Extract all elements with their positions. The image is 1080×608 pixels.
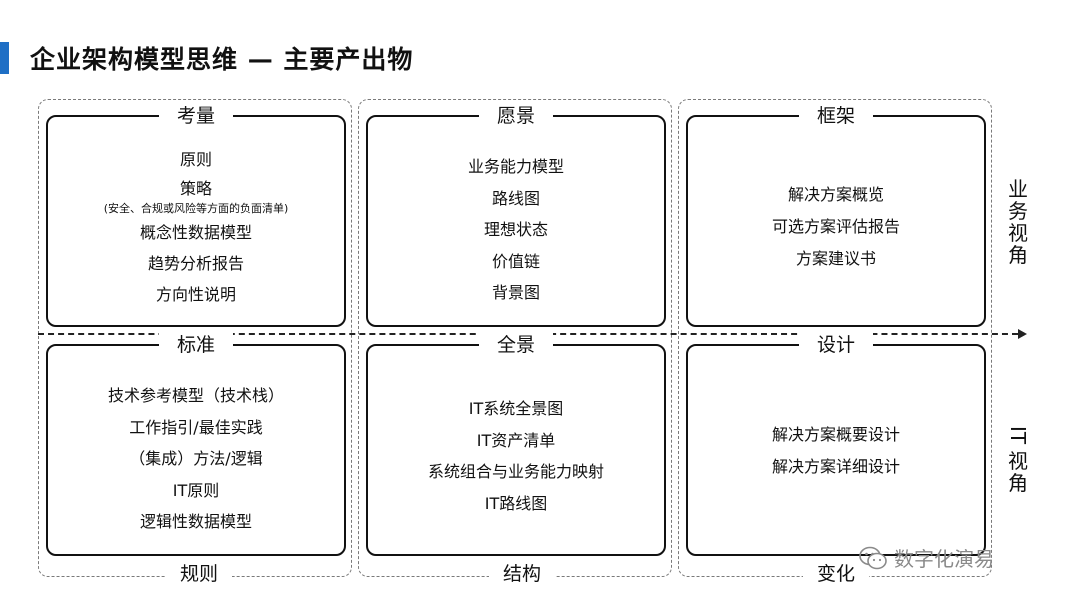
list-item: 可选方案评估报告 — [771, 217, 900, 236]
list-item: IT原则 — [172, 480, 220, 500]
watermark-text: 数字化演易 — [894, 547, 994, 571]
box-heading: 全景 — [478, 333, 554, 357]
box-heading: 愿景 — [478, 104, 554, 128]
side-char: 角 — [1008, 243, 1028, 267]
box-panorama: 全景 IT系统全景图 IT资产清单 系统组合与业务能力映射 IT路线图 — [366, 333, 666, 556]
page-title: 企业架构模型思维 — 主要产出物 — [30, 45, 414, 74]
box-heading: 设计 — [798, 333, 874, 357]
box-item-list: 解决方案概要设计 解决方案详细设计 — [688, 419, 984, 482]
watermark: 数字化演易 — [858, 543, 994, 572]
box-vision: 愿景 业务能力模型 路线图 理想状态 价值链 背景图 — [366, 104, 666, 327]
side-label-business-view: 业 务 视 角 — [1006, 178, 1030, 266]
list-item: 业务能力模型 — [467, 157, 564, 176]
list-item-note: (安全、合规或风险等方面的负面清单) — [103, 202, 289, 215]
box-framework: 框架 解决方案概览 可选方案评估报告 方案建议书 — [686, 104, 986, 327]
list-item: 趋势分析报告 — [147, 254, 244, 273]
column-label-rules: 规则 — [165, 562, 233, 586]
list-item: 价值链 — [491, 251, 540, 271]
list-item: 解决方案详细设计 — [771, 456, 900, 476]
side-char-rotated: IT — [1006, 425, 1030, 445]
list-item: 背景图 — [491, 283, 540, 302]
list-item: 工作指引/最佳实践 — [129, 417, 263, 437]
wechat-icon — [859, 546, 887, 569]
box-design: 设计 解决方案概要设计 解决方案详细设计 — [686, 333, 986, 556]
box-item-list: IT系统全景图 IT资产清单 系统组合与业务能力映射 IT路线图 — [368, 393, 664, 519]
side-char: 业 — [1008, 177, 1028, 201]
list-item: 系统组合与业务能力映射 — [427, 462, 604, 481]
box-considerations: 考量 原则 策略 (安全、合规或风险等方面的负面清单) 概念性数据模型 趋势分析… — [46, 104, 346, 327]
box-item-list: 技术参考模型（技术栈） 工作指引/最佳实践 （集成）方法/逻辑 IT原则 逻辑性… — [48, 380, 344, 538]
list-item: 逻辑性数据模型 — [139, 512, 252, 531]
box-standards: 标准 技术参考模型（技术栈） 工作指引/最佳实践 （集成）方法/逻辑 IT原则 … — [46, 333, 346, 556]
list-item: 概念性数据模型 — [139, 223, 252, 242]
column-label-change: 变化 — [802, 562, 870, 586]
box-item-list: 解决方案概览 可选方案评估报告 方案建议书 — [688, 179, 984, 275]
box-heading: 框架 — [798, 104, 874, 128]
list-item: 理想状态 — [483, 220, 548, 239]
list-item: 方案建议书 — [795, 249, 876, 268]
list-item: IT路线图 — [484, 493, 548, 513]
side-char: 视 — [1008, 449, 1028, 473]
list-item: 技术参考模型（技术栈） — [107, 386, 284, 405]
list-item: IT资产清单 — [476, 430, 556, 450]
list-item: IT系统全景图 — [468, 399, 564, 418]
list-item: 原则 — [179, 150, 212, 169]
side-char: 视 — [1008, 221, 1028, 245]
divider-arrow-icon — [1018, 329, 1027, 339]
side-char: 角 — [1008, 471, 1028, 495]
box-heading: 标准 — [158, 333, 234, 357]
list-item: 解决方案概览 — [787, 185, 884, 204]
box-item-list: 原则 策略 (安全、合规或风险等方面的负面清单) 概念性数据模型 趋势分析报告 … — [48, 145, 344, 313]
list-item: 方向性说明 — [155, 285, 236, 304]
box-heading: 考量 — [158, 104, 234, 128]
box-item-list: 业务能力模型 路线图 理想状态 价值链 背景图 — [368, 151, 664, 309]
list-item: （集成）方法/逻辑 — [129, 449, 263, 468]
side-label-it-view: IT 视 角 — [1006, 424, 1030, 494]
side-char: 务 — [1008, 199, 1028, 223]
column-label-structure: 结构 — [488, 562, 556, 586]
list-item: 路线图 — [491, 188, 540, 208]
list-item: 策略 — [179, 179, 212, 198]
list-item: 解决方案概要设计 — [771, 425, 900, 444]
title-accent-bar — [0, 42, 9, 74]
